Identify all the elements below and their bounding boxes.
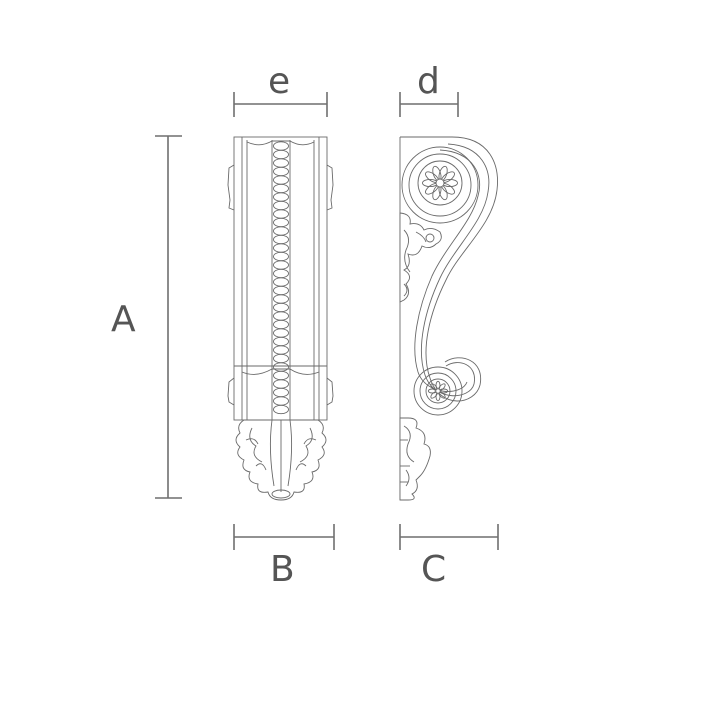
bead-strip bbox=[273, 141, 289, 415]
dimension-line-e bbox=[233, 92, 328, 117]
dimension-label-e: e bbox=[268, 61, 291, 102]
upper-rosette bbox=[422, 165, 458, 201]
side-view bbox=[399, 136, 498, 501]
dimension-label-C: C bbox=[421, 549, 447, 590]
side-acanthus-lower bbox=[399, 417, 431, 501]
dimension-label-B: B bbox=[270, 549, 295, 590]
acanthus-leaf-drop bbox=[235, 419, 327, 501]
dimension-line-d bbox=[399, 92, 459, 117]
dimension-line-B bbox=[233, 524, 335, 550]
side-acanthus-upper bbox=[399, 212, 442, 303]
front-view bbox=[227, 136, 334, 501]
dimension-label-A: A bbox=[111, 299, 136, 340]
dimension-label-d: d bbox=[417, 61, 440, 102]
dimension-line-C bbox=[399, 524, 499, 550]
dimension-line-A bbox=[155, 135, 182, 499]
lower-rosette bbox=[427, 380, 449, 402]
